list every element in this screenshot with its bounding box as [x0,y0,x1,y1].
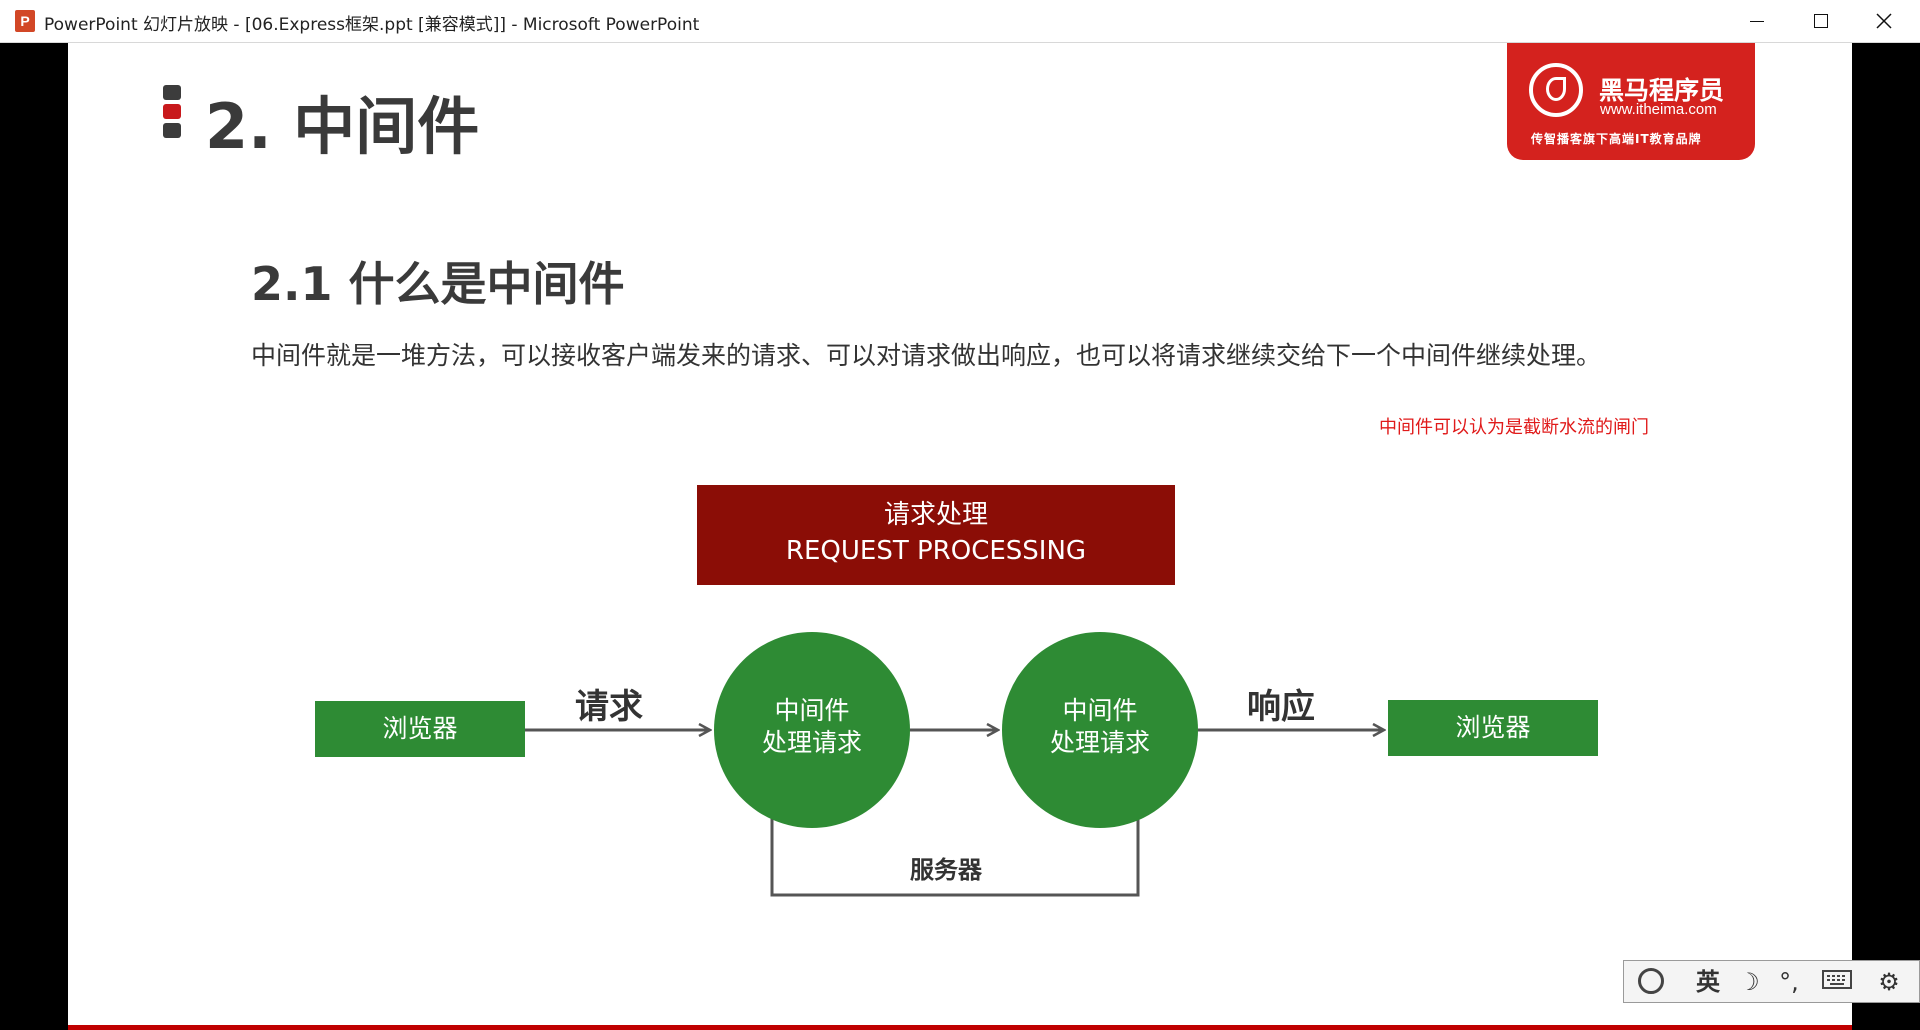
powerpoint-app-icon[interactable]: P [15,10,35,32]
slide[interactable]: 2. 中间件 黑马程序员 www.itheima.com 传智播客旗下高端IT教… [68,43,1852,1030]
sogou-logo-icon[interactable] [1634,968,1670,996]
ime-language-toggle[interactable]: 英 [1696,968,1720,996]
browser-left-box: 浏览器 [315,701,525,757]
annotation-note: 中间件可以认为是截断水流的闸门 [1379,417,1649,438]
slide-title: 2. 中间件 [205,90,480,163]
slide-bottom-border [68,1025,1852,1030]
server-bracket [770,812,1140,897]
logo-url: www.itheima.com [1600,101,1717,118]
middleware-1-line2: 处理请求 [761,728,862,757]
window-title: PowerPoint 幻灯片放映 - [06.Express框架.ppt [兼容… [44,15,700,35]
close-button[interactable] [1852,0,1916,43]
request-processing-cn: 请求处理 [883,500,988,530]
middleware-circle-1: 中间件 处理请求 [714,632,910,828]
middleware-diagram [525,43,1852,897]
section-heading: 2.1 什么是中间件 [251,257,625,311]
middleware-circle-2: 中间件 处理请求 [1002,632,1198,828]
window-title-bar: P PowerPoint 幻灯片放映 - [06.Express框架.ppt [… [0,0,1920,43]
punctuation-icon[interactable]: °, [1779,968,1799,996]
server-label: 服务器 [910,856,982,884]
close-icon [1876,13,1892,29]
logo-name: 黑马程序员 [1599,76,1725,105]
itheima-logo: 黑马程序员 www.itheima.com 传智播客旗下高端IT教育品牌 [1507,43,1755,160]
horse-logo-icon [1529,63,1583,117]
response-label: 响应 [1247,687,1315,727]
ime-toolbar[interactable]: 英 ☽ °, ⚙ [1623,960,1920,1003]
middleware-2-line1: 中间件 [1062,696,1138,725]
request-processing-box: 请求处理 REQUEST PROCESSING [697,485,1175,585]
keyboard-icon[interactable] [1819,968,1855,996]
browser-right-box: 浏览器 [1388,700,1598,756]
body-text: 中间件就是一堆方法，可以接收客户端发来的请求、可以对请求做出响应，也可以将请求继… [251,341,1602,370]
settings-icon[interactable]: ⚙ [1878,968,1900,996]
title-marker-icon [163,85,183,142]
request-label: 请求 [575,687,643,727]
middleware-2-line2: 处理请求 [1049,728,1150,757]
minimize-button[interactable] [1724,0,1788,43]
request-processing-en: REQUEST PROCESSING [785,536,1087,566]
maximize-button[interactable] [1788,0,1852,43]
logo-slogan: 传智播客旗下高端IT教育品牌 [1531,132,1702,146]
middleware-1-line1: 中间件 [774,696,850,725]
moon-icon[interactable]: ☽ [1738,968,1760,996]
